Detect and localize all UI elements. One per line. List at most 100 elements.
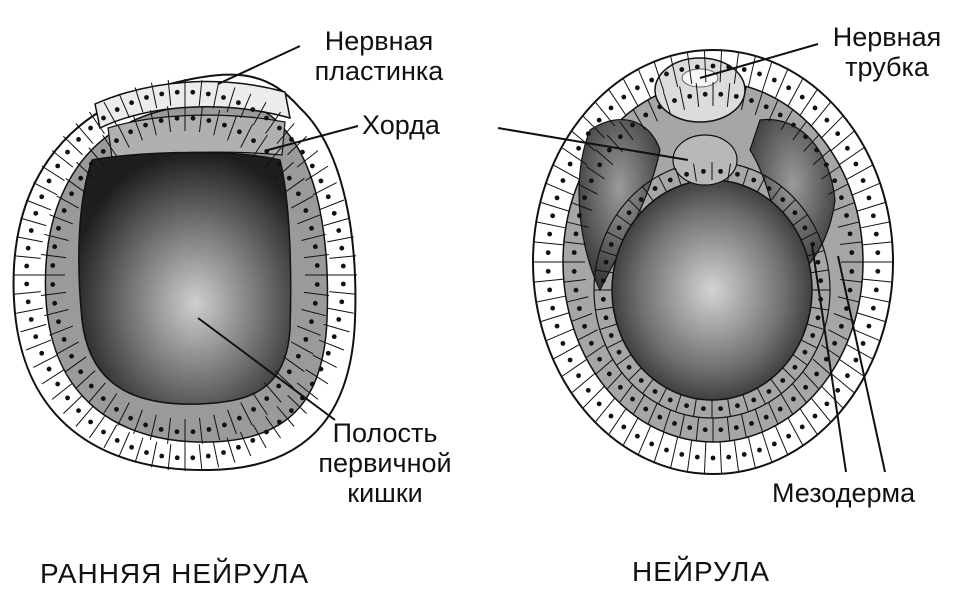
cell-nucleus [643, 112, 649, 118]
cell-wall [693, 398, 697, 417]
cell-nucleus [221, 95, 226, 100]
cell-nucleus [114, 138, 119, 144]
cell-wall [833, 202, 855, 211]
cell-wall [742, 168, 749, 186]
cell-nucleus [88, 419, 93, 425]
cell-nucleus [791, 396, 796, 402]
cell-wall [595, 149, 614, 166]
cell-wall [606, 339, 624, 349]
cell-wall [821, 165, 841, 180]
cell-nucleus [277, 125, 282, 131]
cell-nucleus [873, 287, 879, 293]
cell-nucleus [780, 378, 786, 383]
leader-neural-plate [217, 45, 301, 85]
cell-wall [862, 241, 893, 246]
cell-nucleus [672, 98, 677, 103]
cell-wall [800, 339, 818, 349]
cell-nucleus [129, 444, 135, 450]
cell-wall [754, 409, 764, 433]
cell-nucleus [250, 107, 256, 112]
cell-nucleus [33, 210, 39, 216]
cell-wall [264, 382, 282, 403]
cell-nucleus [814, 147, 820, 153]
cell-wall [133, 115, 143, 141]
cell-nucleus [792, 210, 798, 216]
cell-nucleus [174, 115, 180, 121]
cell-wall [693, 163, 697, 182]
cell-wall [274, 370, 294, 389]
cell-nucleus [718, 427, 724, 433]
label-neural-tube: Нервная трубка [812, 22, 962, 82]
cell-nucleus [845, 373, 850, 379]
cell-wall [89, 416, 105, 439]
cell-nucleus [159, 91, 165, 97]
cell-wall [213, 414, 221, 441]
cell-nucleus [88, 383, 94, 389]
cell-nucleus [870, 305, 876, 311]
cell-wall [787, 78, 804, 107]
cell-nucleus [56, 319, 61, 325]
cell-nucleus [144, 450, 149, 455]
cell-wall [571, 372, 596, 394]
cell-wall [312, 354, 337, 368]
cell-wall [628, 199, 642, 213]
cell-nucleus [634, 433, 640, 439]
cell-nucleus [763, 414, 769, 420]
cell-nucleus [621, 424, 627, 430]
cell-wall [536, 295, 566, 303]
cell-nucleus [780, 197, 786, 202]
cell-wall [577, 329, 598, 341]
cell-wall [240, 93, 252, 119]
cell-nucleus [235, 444, 241, 450]
cell-wall [800, 231, 818, 241]
cell-nucleus [672, 421, 677, 426]
cell-wall [563, 278, 586, 283]
cell-wall [327, 236, 354, 243]
cell-wall [756, 387, 767, 405]
cell-nucleus [550, 213, 556, 219]
cell-nucleus [303, 337, 309, 342]
label-chord: Хорда [362, 110, 440, 140]
cell-wall [240, 402, 253, 426]
cell-wall [305, 165, 329, 181]
cell-nucleus [309, 225, 314, 231]
cell-nucleus [236, 129, 242, 135]
cell-wall [806, 323, 825, 331]
cell-nucleus [300, 149, 305, 155]
cell-nucleus [560, 178, 566, 183]
cell-nucleus [664, 71, 669, 77]
cell-nucleus [114, 107, 120, 112]
cell-nucleus [824, 117, 830, 123]
cell-nucleus [814, 371, 820, 377]
cell-nucleus [190, 115, 196, 121]
cell-wall [287, 394, 307, 414]
cell-nucleus [718, 91, 724, 97]
cell-nucleus [221, 450, 226, 455]
cell-wall [622, 78, 639, 107]
cell-wall [88, 382, 106, 403]
cell-wall [240, 431, 252, 457]
cell-nucleus [679, 67, 685, 72]
cell-wall [276, 406, 295, 427]
cell-wall [770, 378, 782, 394]
cell-nucleus [853, 161, 859, 167]
cell-nucleus [835, 131, 841, 137]
cell-nucleus [803, 384, 809, 390]
cell-nucleus [701, 168, 706, 174]
cell-nucleus [617, 134, 623, 140]
cell-wall [642, 378, 654, 394]
cell-wall [323, 323, 350, 333]
cell-nucleus [61, 208, 67, 213]
cell-wall [727, 163, 731, 182]
cell-nucleus [78, 175, 84, 181]
cell-nucleus [312, 300, 318, 306]
cell-nucleus [69, 191, 75, 197]
cell-wall [637, 68, 652, 99]
cell-nucleus [276, 383, 282, 389]
cell-wall [653, 431, 665, 463]
cell-wall [792, 120, 807, 141]
cell-wall [198, 417, 203, 444]
cell-nucleus [25, 245, 31, 251]
cell-wall [212, 441, 220, 468]
cell-wall [149, 109, 157, 136]
